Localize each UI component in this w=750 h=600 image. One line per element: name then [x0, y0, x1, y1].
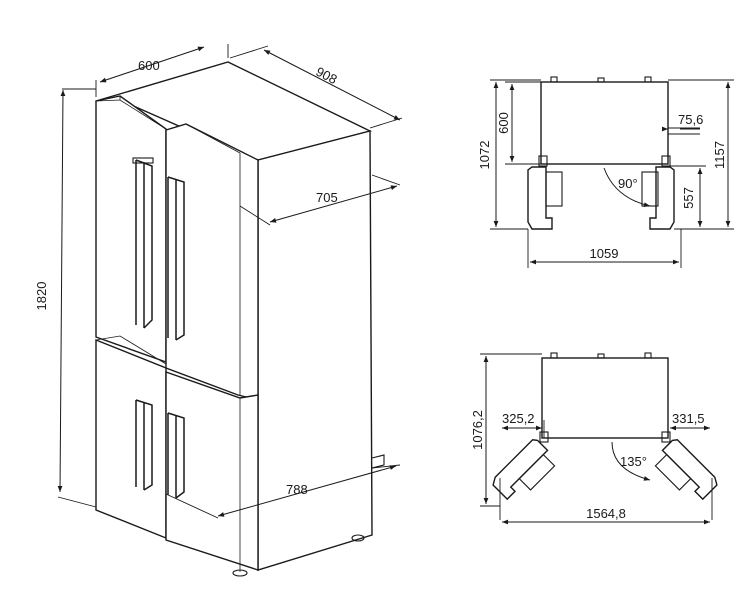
- dim-depth-door-open: 788: [286, 482, 308, 497]
- right-top-door: [165, 123, 259, 401]
- dim-width: 600: [138, 58, 160, 73]
- fridge-body-top: [540, 81, 669, 165]
- dim-right-clearance: 331,5: [672, 411, 705, 426]
- hinge: [538, 155, 548, 167]
- right-door-open: [649, 166, 675, 230]
- dim-depth-no-doors: 705: [316, 190, 338, 205]
- dim-total-depth: 1072: [477, 141, 492, 170]
- handle: [167, 176, 185, 341]
- dim-total-depth-handles: 1157: [712, 141, 727, 169]
- left-door-handle: [545, 171, 563, 207]
- dim-depth: 600: [496, 112, 511, 134]
- right-door-handle: [654, 453, 692, 491]
- dim-door-depth: 557: [681, 187, 696, 209]
- left-bottom-door: [95, 338, 167, 540]
- fridge-isometric: 600 908 705 1820 788: [34, 44, 403, 577]
- left-door-handle: [518, 453, 556, 491]
- handle: [167, 412, 185, 499]
- right-door-open: [654, 439, 718, 501]
- handle: [135, 399, 153, 491]
- fridge-right-side: [257, 130, 373, 571]
- angle-label-90: 90°: [618, 176, 638, 191]
- top-view-135: 135° 1076,2 325,2 331,5 1564,8: [470, 352, 718, 525]
- right-bottom-door: [165, 371, 259, 571]
- dim-total-depth: 1076,2: [470, 410, 485, 450]
- hinge: [661, 155, 671, 167]
- top-view-90: 90° 600 1072 75,6 1157 557 1059: [477, 76, 734, 268]
- dim-height: 1820: [34, 282, 49, 311]
- foot: [351, 534, 365, 542]
- left-top-door: [95, 95, 167, 363]
- left-door-open: [527, 166, 553, 230]
- hinge: [661, 431, 671, 443]
- dim-left-clearance: 325,2: [502, 411, 535, 426]
- dim-width: 1564,8: [586, 506, 626, 521]
- fridge-body-top: [541, 357, 669, 439]
- rear-connector: [371, 454, 385, 469]
- handle: [132, 157, 154, 329]
- foot: [232, 569, 248, 577]
- left-door-open: [492, 439, 556, 501]
- dim-offset: 75,6: [678, 112, 703, 127]
- dim-width: 1059: [590, 246, 619, 261]
- dim-depth: 908: [313, 64, 339, 87]
- angle-label-135: 135°: [620, 454, 647, 469]
